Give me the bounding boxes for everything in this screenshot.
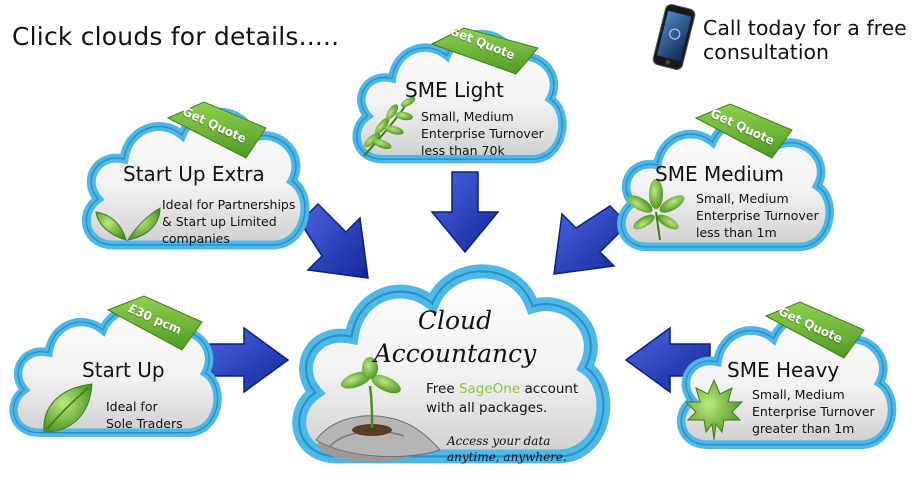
ribbon-sme-heavy[interactable] — [764, 301, 865, 359]
desc-line: Sole Traders — [106, 416, 183, 431]
chestnut-leaf-icon — [627, 179, 685, 241]
ribbon-sme-medium[interactable] — [694, 103, 793, 159]
sageone-brand: SageOne — [458, 381, 521, 397]
desc-line: & Start up Limited — [162, 214, 277, 229]
cloud-desc-sme-heavy: Small, Medium Enterprise Turnover greate… — [752, 386, 875, 437]
desc-line: greater than 1m — [752, 421, 855, 436]
ribbon-start-up-extra[interactable] — [166, 101, 267, 159]
cloud-title-sme-light[interactable]: SME Light — [405, 78, 504, 102]
arrow-sme-light — [430, 171, 500, 254]
cloud-desc-sme-medium: Small, Medium Enterprise Turnover less t… — [696, 190, 819, 241]
ribbon-sme-light[interactable] — [430, 27, 539, 75]
desc-line: companies — [162, 231, 230, 246]
maple-leaf-icon — [684, 378, 744, 441]
access-anytime-text: Access your data anytime, anywhere. — [447, 433, 567, 465]
smartphone-icon — [643, 2, 705, 72]
center-title-line-1: Cloud — [417, 306, 493, 335]
arrow-sme-medium — [553, 205, 630, 275]
access-line-1: Access your data — [447, 434, 551, 448]
fern-leaf-icon — [363, 96, 416, 157]
cloud-title-sme-heavy[interactable]: SME Heavy — [727, 358, 840, 382]
desc-line: Ideal for Partnerships — [162, 197, 296, 212]
center-title-line-2: Accountancy — [373, 339, 537, 368]
desc-line: Enterprise Turnover — [752, 404, 875, 419]
desc-line: Small, Medium — [421, 109, 514, 124]
arrow-start-up-extra — [299, 202, 369, 279]
desc-line: less than 70k — [421, 143, 505, 158]
cloud-title-start-up-extra[interactable]: Start Up Extra — [123, 162, 265, 186]
desc-line: Enterprise Turnover — [696, 208, 819, 223]
click-instruction: Click clouds for details..... — [12, 22, 340, 51]
sageone-offer-text: Free SageOne account with all packages. — [426, 380, 578, 418]
call-line-1: Call today for a free — [703, 16, 907, 40]
call-line-2: consultation — [703, 40, 830, 64]
cloud-desc-start-up-extra: Ideal for Partnerships & Start up Limite… — [162, 196, 295, 247]
free-line-2: with all packages. — [426, 400, 548, 416]
cloud-desc-sme-light: Small, Medium Enterprise Turnover less t… — [421, 108, 544, 159]
desc-line: less than 1m — [696, 225, 777, 240]
desc-line: Enterprise Turnover — [421, 126, 544, 141]
free-prefix: Free — [426, 381, 459, 397]
desc-line: Small, Medium — [696, 191, 789, 206]
call-consultation-text: Call today for a free consultation — [703, 16, 913, 64]
desc-line: Ideal for — [106, 399, 158, 414]
single-leaf-icon — [43, 383, 93, 433]
free-suffix: account — [520, 381, 579, 397]
access-line-2: anytime, anywhere. — [447, 450, 567, 464]
cloud-desc-start-up: Ideal for Sole Traders — [106, 398, 183, 432]
cloud-title-start-up[interactable]: Start Up — [82, 358, 165, 382]
ribbon-start-up[interactable] — [106, 295, 203, 351]
cloud-title-sme-medium[interactable]: SME Medium — [655, 162, 784, 186]
cloud-accountancy-title[interactable]: Cloud Accountancy — [360, 304, 550, 370]
desc-line: Small, Medium — [752, 387, 845, 402]
hands-seedling-image — [315, 357, 441, 462]
twin-leaf-icon — [95, 207, 161, 241]
